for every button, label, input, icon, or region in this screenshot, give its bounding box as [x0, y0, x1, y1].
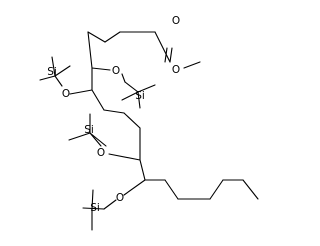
oxygen-label-3: O: [97, 147, 105, 159]
silicon-label-2: Si: [135, 90, 145, 102]
oxygen-label-1: O: [112, 65, 120, 77]
bond: [108, 153, 141, 161]
silicon-label-3: Si: [84, 124, 94, 136]
bond: [104, 31, 121, 43]
bond: [164, 179, 179, 200]
bond: [169, 47, 173, 63]
bond: [51, 56, 56, 77]
bond: [89, 132, 107, 147]
bond: [54, 75, 63, 87]
oxygen-label-2: O: [62, 88, 70, 100]
bond: [137, 91, 141, 109]
bond: [183, 61, 201, 69]
bond: [137, 84, 156, 93]
ester-oxygen-label: O: [172, 64, 180, 76]
structure-diagram: O O O O O O Si Si Si Si: [39, 15, 259, 231]
bond: [139, 159, 146, 181]
bond: [154, 31, 171, 63]
bond: [54, 65, 71, 77]
bond: [124, 81, 139, 93]
bond: [103, 109, 125, 114]
bond: [91, 189, 94, 210]
bond: [209, 179, 224, 200]
bond: [121, 73, 126, 83]
bond: [68, 132, 91, 141]
carbonyl-oxygen-label: O: [172, 15, 180, 27]
bond: [123, 179, 146, 196]
silicon-label-4: Si: [90, 202, 100, 214]
silicon-label-1: Si: [47, 66, 57, 78]
bond: [121, 91, 139, 101]
bond: [123, 112, 141, 129]
bond: [242, 179, 259, 200]
oxygen-label-4: O: [116, 192, 124, 204]
bond: [87, 31, 93, 69]
bond: [69, 89, 93, 95]
bond: [39, 75, 56, 81]
bond: [91, 89, 105, 111]
molecule-drawing: O O O O O O Si Si Si Si: [39, 15, 259, 231]
bond: [87, 31, 106, 43]
bond: [103, 199, 117, 210]
bond: [82, 207, 105, 210]
bond: [91, 67, 111, 71]
